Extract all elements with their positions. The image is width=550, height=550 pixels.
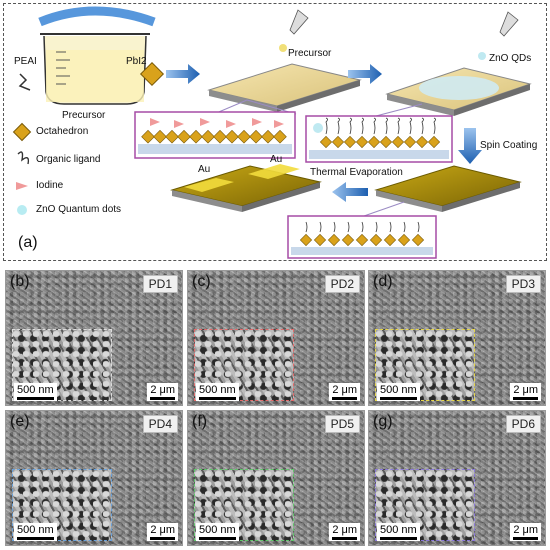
- dropper-2: [499, 11, 519, 37]
- legend-octahedron: Octahedron: [36, 126, 89, 137]
- panel-letter: (g): [373, 413, 393, 430]
- scale-label: 500 nm: [380, 384, 417, 396]
- zno-drop: [478, 52, 486, 60]
- legend-ligand: Organic ligand: [36, 154, 101, 165]
- sem-panel-c: (c) PD2 500 nm 2 μm: [187, 270, 365, 406]
- peai-label: PEAI: [14, 56, 37, 67]
- ligand-glyph: [18, 73, 31, 91]
- beaker-caption: Precursor: [62, 110, 106, 121]
- thermal-evaporation-label: Thermal Evaporation: [310, 167, 403, 178]
- scale-label: 2 μm: [150, 384, 175, 396]
- scale-bar-small: 500 nm: [14, 523, 57, 541]
- scale-bar-small: 500 nm: [377, 383, 420, 401]
- pd-badge: PD4: [142, 415, 178, 433]
- legend-iodine-icon: [16, 182, 28, 190]
- pd-badge: PD3: [505, 275, 541, 293]
- pd-badge: PD1: [142, 275, 178, 293]
- scale-bar-small: 500 nm: [377, 523, 420, 541]
- panel-letter: (d): [373, 273, 393, 290]
- scale-label: 500 nm: [17, 524, 54, 536]
- pd-badge: PD5: [324, 415, 360, 433]
- substrate-1: [207, 63, 362, 112]
- scale-bar-small: 500 nm: [196, 523, 239, 541]
- dropper-1: [289, 9, 309, 35]
- legend-octahedron-icon: [12, 122, 32, 142]
- molecule-inset-1: [134, 99, 297, 159]
- arrow-down: [458, 128, 482, 164]
- scale-bar-large: 2 μm: [510, 523, 541, 541]
- panel-letter: (b): [10, 273, 30, 290]
- scale-label: 2 μm: [150, 524, 175, 536]
- octahedron-glyph: [139, 61, 165, 87]
- pd-badge: PD2: [324, 275, 360, 293]
- sem-panel-g: (g) PD6 500 nm 2 μm: [368, 410, 546, 546]
- legend-iodine: Iodine: [36, 180, 64, 191]
- scale-label: 2 μm: [332, 384, 357, 396]
- panel-letter: (e): [10, 413, 30, 430]
- pbi2-label: PbI2: [126, 56, 147, 67]
- scale-bar-large: 2 μm: [147, 523, 178, 541]
- scale-label: 500 nm: [380, 524, 417, 536]
- au-label-left: Au: [198, 164, 211, 175]
- precursor-label: Precursor: [288, 48, 332, 59]
- device-au: [170, 164, 322, 212]
- schematic-illustration: [12, 6, 532, 259]
- arrow-1: [166, 64, 200, 84]
- sem-panel-d: (d) PD3 500 nm 2 μm: [368, 270, 546, 406]
- scale-bar-small: 500 nm: [196, 383, 239, 401]
- scale-bar-large: 2 μm: [510, 383, 541, 401]
- panel-letter: (f): [192, 413, 208, 430]
- scale-bar-large: 2 μm: [147, 383, 178, 401]
- substrate-2: [385, 67, 532, 116]
- spin-coating-label: Spin Coating: [480, 140, 538, 151]
- legend-ligand-icon: [17, 151, 30, 165]
- scale-bar-large: 2 μm: [329, 383, 360, 401]
- pd-badge: PD6: [505, 415, 541, 433]
- precursor-drop: [279, 44, 287, 52]
- arrow-left: [332, 182, 368, 202]
- panel-letter-a: (a): [18, 234, 38, 251]
- au-label-right: Au: [270, 154, 283, 165]
- scale-bar-small: 500 nm: [14, 383, 57, 401]
- scale-label: 500 nm: [199, 384, 236, 396]
- zoom-inset: [194, 329, 294, 401]
- arrow-2: [348, 64, 382, 84]
- molecule-inset-2: [305, 103, 453, 163]
- panel-letter: (c): [192, 273, 211, 290]
- sem-panel-e: (e) PD4 500 nm 2 μm: [5, 410, 183, 546]
- schematic-panel: PEAI PbI2 Precursor Octahedron Organic l…: [3, 3, 547, 261]
- substrate-3: [374, 165, 522, 212]
- scale-label: 500 nm: [199, 524, 236, 536]
- sem-panel-b: (b) PD1 500 nm 2 μm: [5, 270, 183, 406]
- molecule-inset-3: [287, 201, 437, 259]
- scale-bar-large: 2 μm: [329, 523, 360, 541]
- scale-label: 2 μm: [513, 384, 538, 396]
- beaker: [38, 6, 156, 105]
- scale-label: 500 nm: [17, 384, 54, 396]
- legend-zno: ZnO Quantum dots: [36, 204, 122, 215]
- legend-zno-icon: [17, 205, 27, 215]
- sem-panel-f: (f) PD5 500 nm 2 μm: [187, 410, 365, 546]
- scale-label: 2 μm: [332, 524, 357, 536]
- scale-label: 2 μm: [513, 524, 538, 536]
- zno-qds-label: ZnO QDs: [489, 53, 532, 64]
